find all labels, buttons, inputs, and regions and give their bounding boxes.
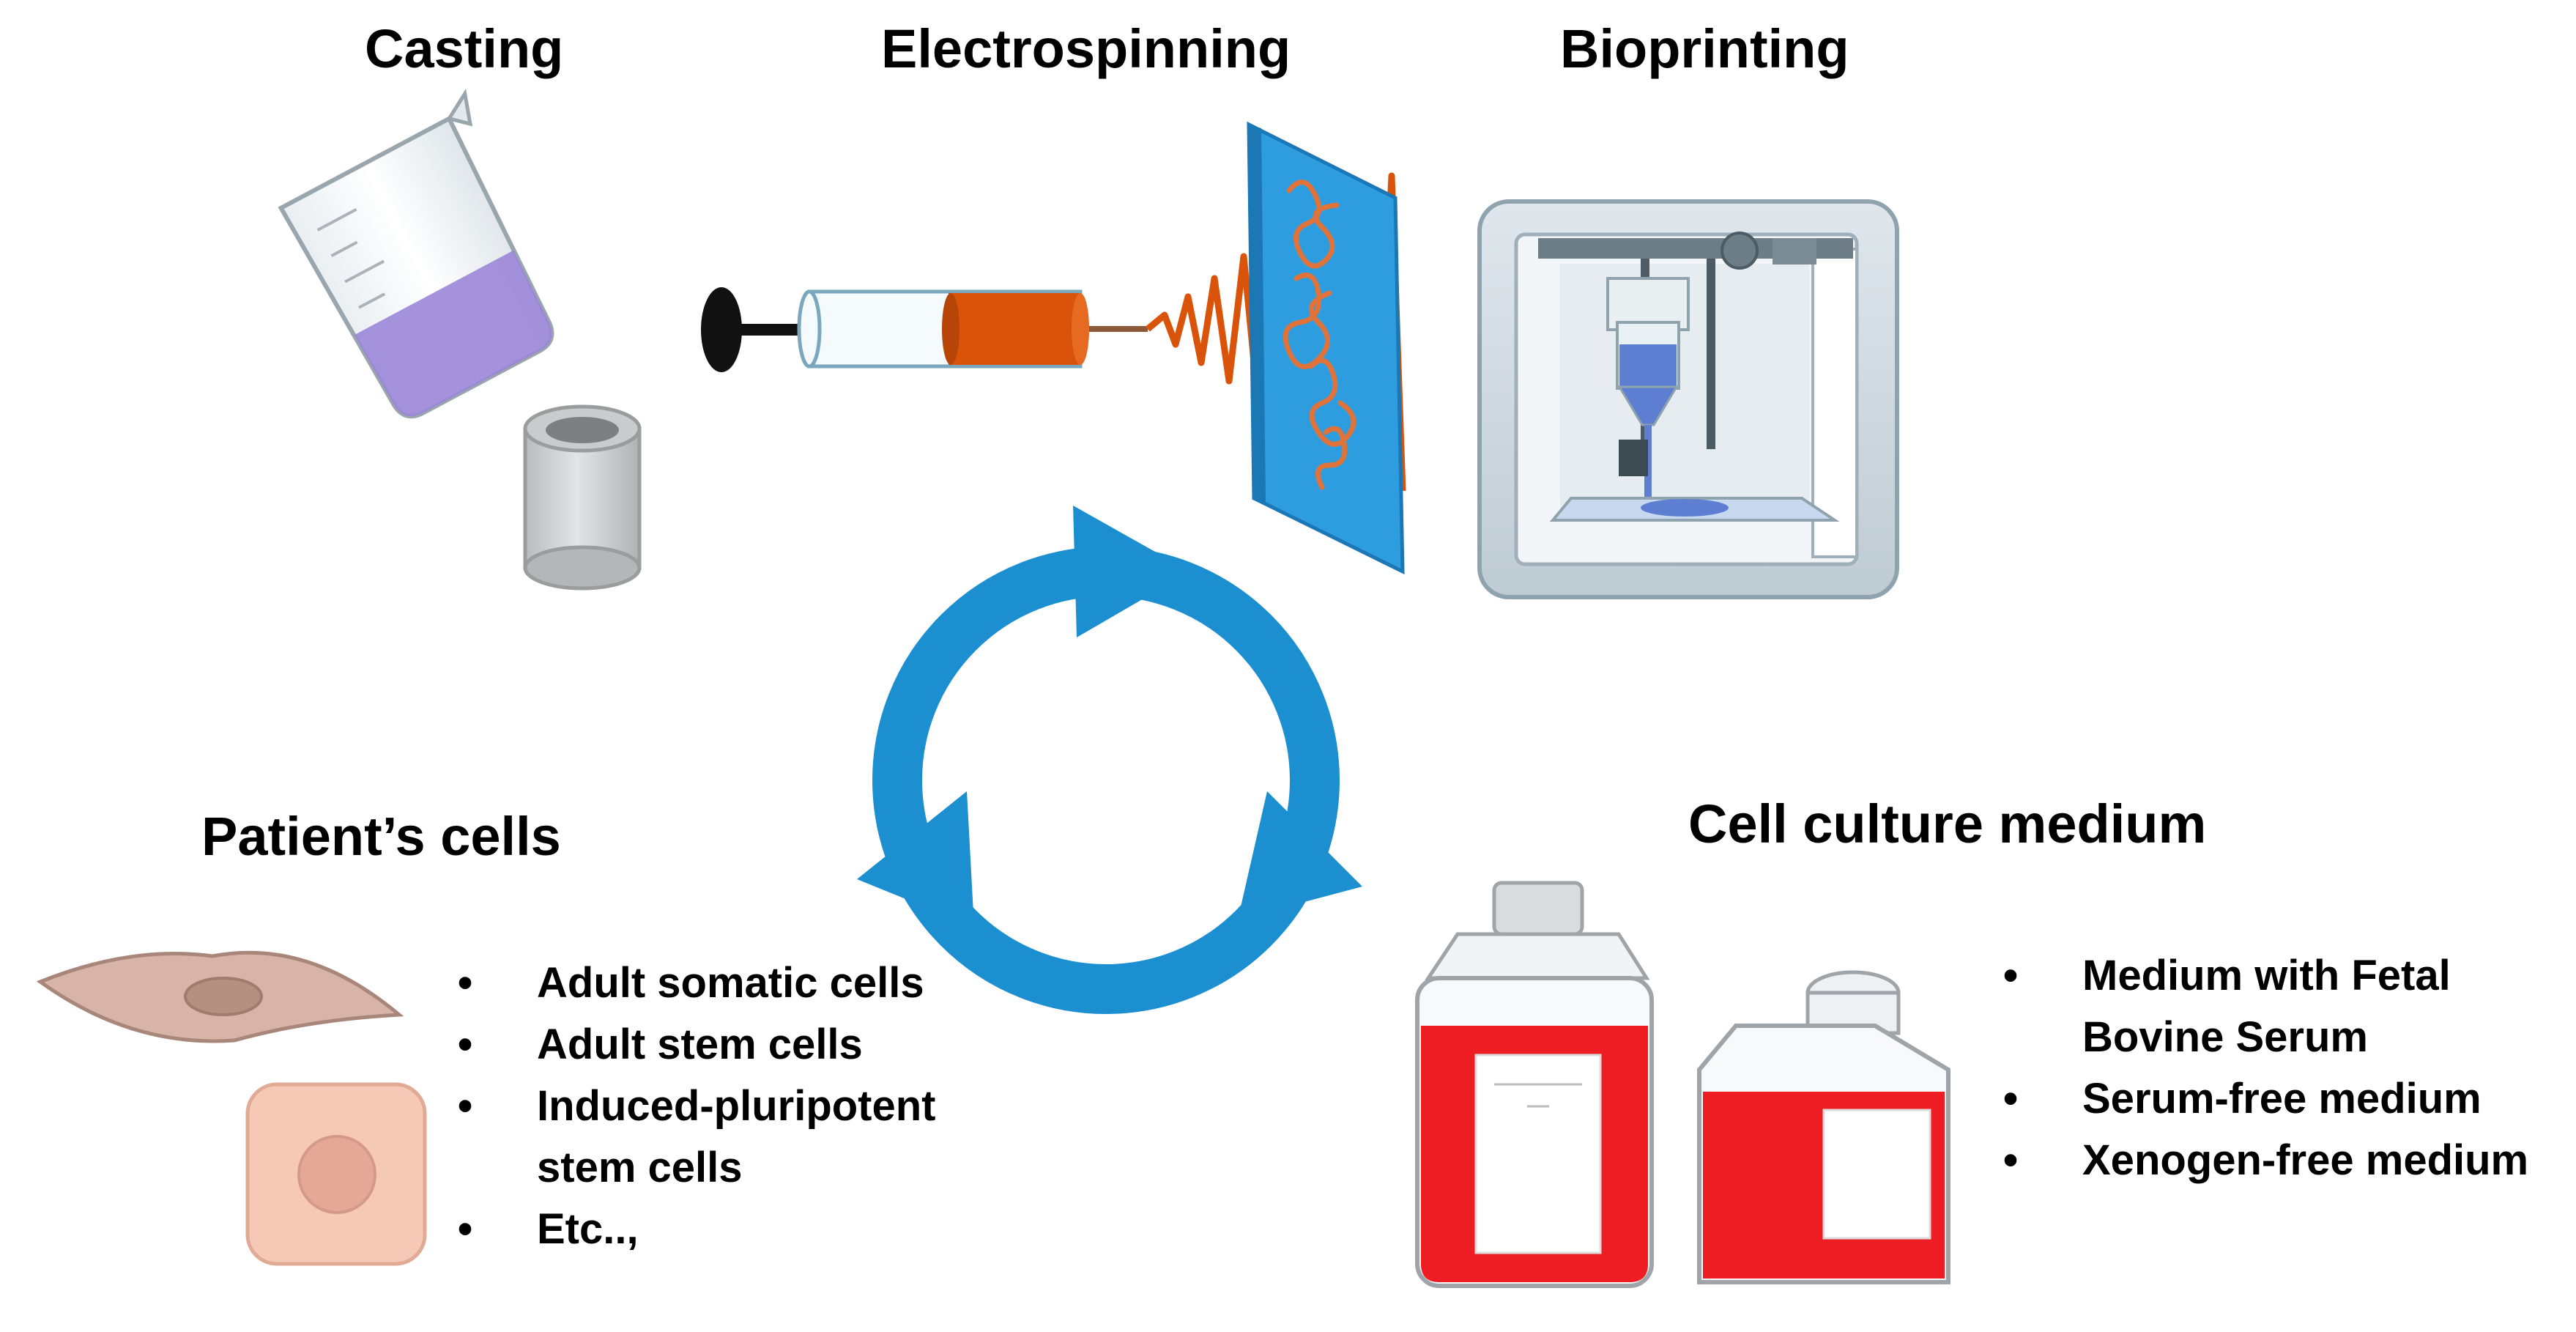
culture-flask-large-icon [1415, 881, 1654, 1288]
patient-cells-list: • Adult somatic cells • Adult stem cells… [450, 952, 936, 1260]
list-item-label: Adult stem cells [537, 1021, 863, 1068]
list-item: • Adult somatic cells [450, 952, 936, 1014]
patient-cells-title: Patient’s cells [201, 806, 561, 867]
cylinder-mold-icon [523, 404, 642, 591]
bullet-marker: • [457, 959, 473, 1007]
culture-medium-title: Cell culture medium [1688, 793, 2207, 854]
list-item: • Xenogen-free medium [1996, 1130, 2528, 1191]
list-item-label: Bovine Serum [2082, 1013, 2368, 1061]
bioprinting-label: Bioprinting [1560, 18, 1849, 79]
bullet-marker: • [457, 1082, 473, 1130]
bullet-marker: • [2002, 952, 2019, 999]
culture-flask-small-icon [1697, 970, 1950, 1284]
list-item: • Serum-free medium [1996, 1068, 2528, 1130]
collector-plate-icon [1247, 121, 1405, 575]
list-item-label: Adult somatic cells [537, 959, 924, 1007]
culture-medium-list: • Medium with Fetal Bovine Serum • Serum… [1996, 945, 2528, 1191]
list-item-label: stem cells [537, 1144, 743, 1191]
list-item-label: Medium with Fetal [2082, 952, 2451, 999]
epithelial-cell-icon [245, 1082, 427, 1266]
list-item-label: Serum-free medium [2082, 1075, 2482, 1122]
beaker-icon [278, 88, 554, 419]
list-item-label: Xenogen-free medium [2082, 1136, 2529, 1184]
cycle-arrows-icon [857, 506, 1362, 1014]
syringe-icon [701, 287, 1148, 372]
bullet-marker: • [457, 1021, 473, 1068]
bioprinter-icon [1477, 199, 1899, 599]
bullet-marker: • [2002, 1136, 2019, 1184]
casting-label: Casting [365, 18, 564, 79]
list-item-label: Induced-pluripotent [537, 1082, 936, 1130]
list-item-label: Etc.., [537, 1205, 639, 1253]
bullet-marker: • [457, 1205, 473, 1253]
bullet-marker: • [2002, 1075, 2019, 1122]
list-item-continuation: Bovine Serum [1996, 1007, 2528, 1068]
list-item: • Induced-pluripotent [450, 1076, 936, 1137]
electrospinning-label: Electrospinning [881, 18, 1291, 79]
list-item-continuation: stem cells [450, 1137, 936, 1199]
list-item: • Etc.., [450, 1199, 936, 1260]
fibroblast-cell-icon [36, 950, 404, 1043]
list-item: • Adult stem cells [450, 1014, 936, 1076]
list-item: • Medium with Fetal [1996, 945, 2528, 1007]
